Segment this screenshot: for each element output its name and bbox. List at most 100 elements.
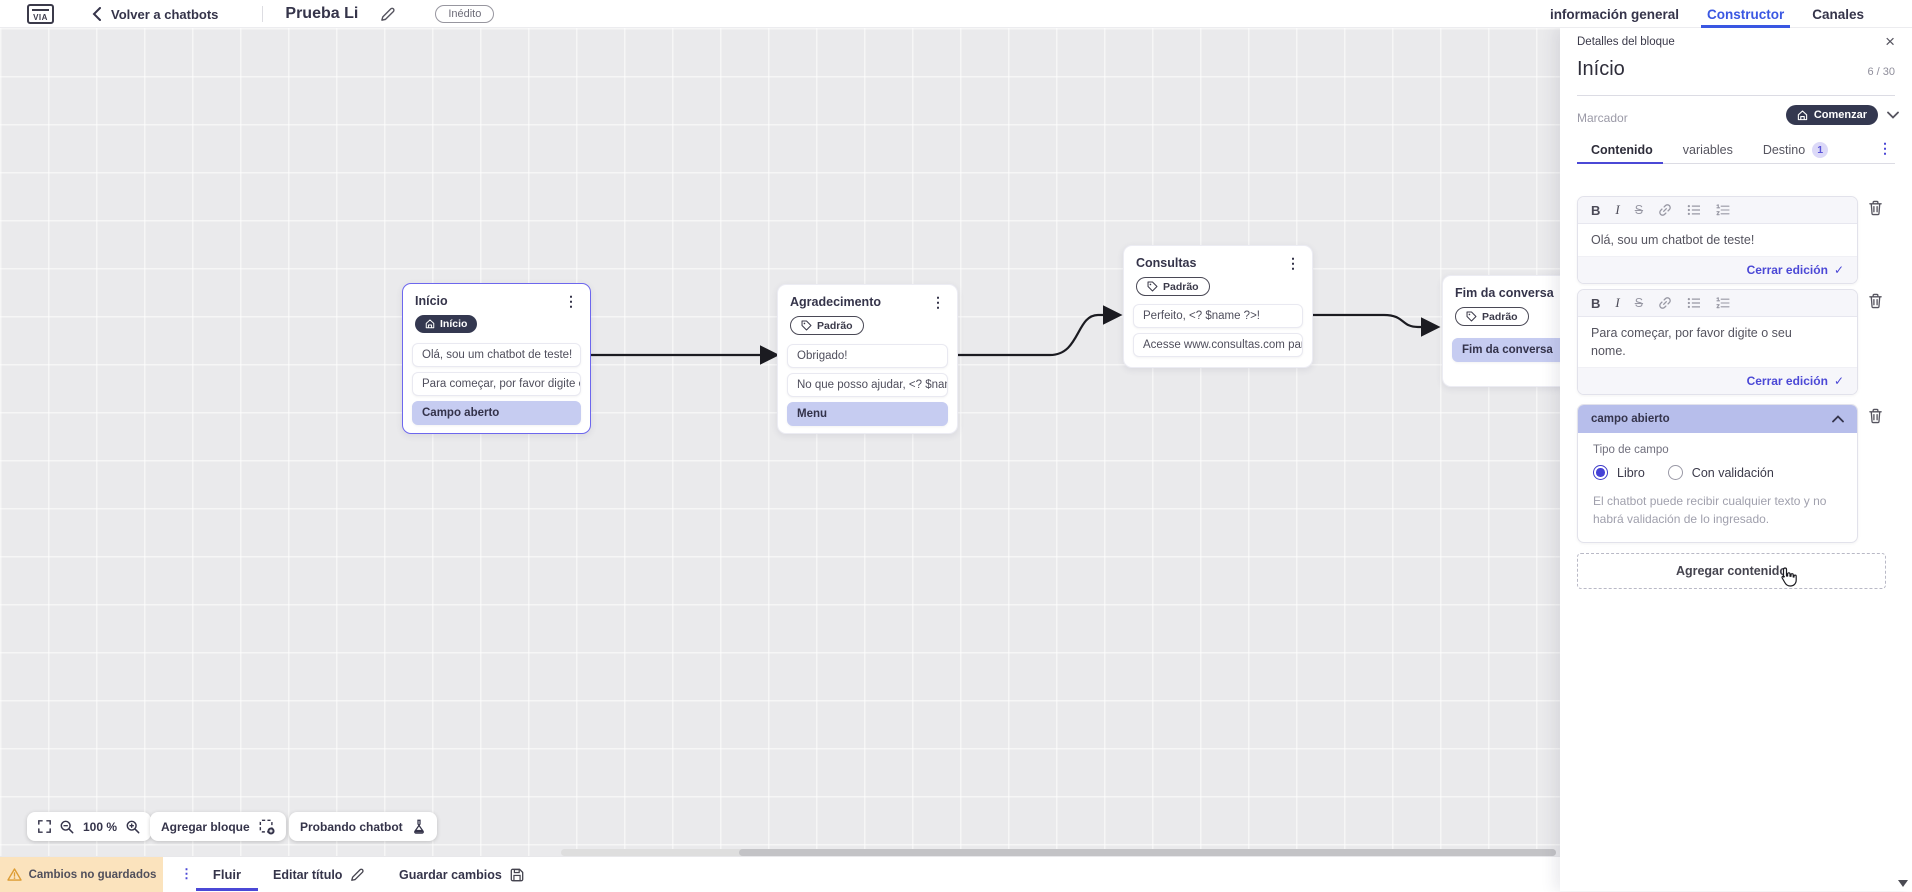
connection-lines xyxy=(589,305,1441,365)
add-block-button[interactable]: Agregar bloque xyxy=(150,812,286,841)
block-name-underline xyxy=(1577,95,1895,96)
tab-fluir-active-underline xyxy=(196,888,258,891)
panel-tab-contenido[interactable]: Contenido xyxy=(1591,143,1653,157)
tab-fluir[interactable]: Fluir xyxy=(212,867,242,882)
editor-text[interactable]: Para começar, por favor digite o seu nom… xyxy=(1578,317,1828,368)
tab-informacion-general[interactable]: información general xyxy=(1549,6,1679,22)
zoom-level: 100 % xyxy=(83,819,118,834)
tag-icon xyxy=(1147,281,1158,292)
home-icon xyxy=(425,319,435,329)
panel-tab-active-underline xyxy=(1577,162,1663,164)
bold-icon[interactable]: B xyxy=(1591,295,1601,311)
canvas-hscrollbar-thumb[interactable] xyxy=(739,849,1556,856)
header-divider xyxy=(262,6,264,22)
radio-libro[interactable] xyxy=(1593,465,1608,480)
bullet-list-icon[interactable] xyxy=(1687,204,1701,216)
unsaved-changes-warning: Cambios no guardados xyxy=(0,857,163,892)
back-label: Volver a chatbots xyxy=(111,6,219,22)
numbered-list-icon[interactable] xyxy=(1716,297,1730,309)
delete-content-button[interactable] xyxy=(1868,408,1883,424)
panel-tab-variables[interactable]: variables xyxy=(1682,143,1733,157)
bullet-list-icon[interactable] xyxy=(1687,297,1701,309)
kebab-menu-icon[interactable]: ⋮ xyxy=(564,293,578,309)
editor-text[interactable]: Olá, sou um chatbot de teste! xyxy=(1578,224,1857,257)
status-badge: Inédito xyxy=(435,5,495,23)
panel-tabs: Contenido variables Destino 1 xyxy=(1577,136,1829,164)
block-title: Agradecimento xyxy=(790,295,881,309)
panel-title: Detalles del bloque xyxy=(1577,35,1675,48)
app-logo: VIA xyxy=(27,4,54,24)
trash-icon xyxy=(1869,200,1882,216)
chevron-down-icon[interactable] xyxy=(1887,111,1899,119)
panel-scrollbar-down-arrow[interactable] xyxy=(1898,880,1908,887)
link-icon[interactable] xyxy=(1658,203,1672,217)
block-content-row[interactable]: Acesse www.consultas.com par... xyxy=(1133,333,1303,357)
fullscreen-icon[interactable] xyxy=(38,820,51,833)
flow-kebab-menu-icon[interactable]: ⋮ xyxy=(180,866,193,881)
block-title: Consultas xyxy=(1136,256,1197,270)
link-icon[interactable] xyxy=(1658,296,1672,310)
marker-value-pill[interactable]: Comenzar xyxy=(1785,105,1878,125)
connection-consultas-fim xyxy=(1311,313,1441,337)
numbered-list-icon[interactable] xyxy=(1716,204,1730,216)
marker-label: Marcador xyxy=(1577,111,1628,125)
field-type-label: Tipo de campo xyxy=(1593,444,1669,456)
save-icon xyxy=(510,868,524,881)
block-content-row-highlighted[interactable]: Campo aberto xyxy=(412,401,581,425)
bold-icon[interactable]: B xyxy=(1591,202,1601,218)
back-to-chatbots-button[interactable]: Volver a chatbots xyxy=(92,7,218,22)
flow-block-inicio[interactable]: Início ⋮ Início Olá, sou um chatbot de t… xyxy=(402,283,591,434)
panel-tab-destino[interactable]: Destino 1 xyxy=(1763,142,1829,158)
panel-kebab-menu-icon[interactable]: ⋮ xyxy=(1878,140,1892,156)
flow-block-fim-da-conversa[interactable]: Fim da conversa Padrão Fim da conversa xyxy=(1442,275,1560,387)
add-content-button[interactable]: Agregar contenido xyxy=(1577,553,1886,589)
test-chatbot-button[interactable]: Probando chatbot xyxy=(289,812,437,841)
strikethrough-icon[interactable]: S xyxy=(1634,203,1644,217)
zoom-out-icon[interactable] xyxy=(60,820,74,834)
delete-content-button[interactable] xyxy=(1868,293,1883,309)
pencil-icon xyxy=(351,868,365,881)
warning-label: Cambios no guardados xyxy=(28,868,157,881)
edit-title-button[interactable]: Editar título xyxy=(273,857,365,892)
text-editor-card: B I S Olá, sou um chatbot de teste! Cerr… xyxy=(1577,196,1858,285)
radio-con-validacion[interactable] xyxy=(1667,465,1683,480)
italic-icon[interactable]: I xyxy=(1615,295,1620,310)
block-content-row[interactable]: Para começar, por favor digite o ... xyxy=(412,372,581,396)
delete-content-button[interactable] xyxy=(1868,200,1883,216)
italic-icon[interactable]: I xyxy=(1615,202,1620,217)
close-icon[interactable]: × xyxy=(1885,32,1895,51)
block-content-row-highlighted[interactable]: Fim da conversa xyxy=(1452,338,1560,362)
tab-canales[interactable]: Canales xyxy=(1812,6,1864,22)
bottom-status-bar: Cambios no guardados ⋮ Fluir Editar títu… xyxy=(0,856,1560,892)
block-content-row[interactable]: Olá, sou um chatbot de teste! xyxy=(412,343,581,367)
save-changes-button[interactable]: Guardar cambios xyxy=(399,857,524,892)
tab-constructor[interactable]: Constructor xyxy=(1700,0,1791,28)
top-header: VIA Volver a chatbots Prueba Li Inédito … xyxy=(0,0,1912,28)
flow-block-agradecimento[interactable]: Agradecimento ⋮ Padrão Obrigado! No que … xyxy=(777,284,958,434)
strikethrough-icon[interactable]: S xyxy=(1634,296,1644,310)
edit-title-pencil-button[interactable] xyxy=(380,7,395,22)
chatbot-title: Prueba Li xyxy=(285,5,359,22)
chevron-left-icon xyxy=(92,7,101,21)
destino-count-badge: 1 xyxy=(1812,142,1829,158)
kebab-menu-icon[interactable]: ⋮ xyxy=(1286,255,1300,271)
open-field-header[interactable]: campo abierto xyxy=(1578,405,1857,433)
canvas-hscrollbar-track[interactable] xyxy=(561,849,1556,856)
flow-canvas[interactable]: Início ⋮ Início Olá, sou um chatbot de t… xyxy=(0,28,1560,856)
block-content-row[interactable]: Perfeito, <? $name ?>! xyxy=(1133,304,1303,328)
block-marker-pill: Padrão xyxy=(1136,277,1210,296)
check-icon: ✓ xyxy=(1833,374,1844,389)
tag-icon xyxy=(801,320,812,331)
block-title: Início xyxy=(415,294,448,308)
block-name-input[interactable]: Início xyxy=(1577,58,1625,80)
close-edit-link[interactable]: Cerrar edición xyxy=(1746,374,1828,389)
close-edit-link[interactable]: Cerrar edición xyxy=(1746,263,1828,278)
kebab-menu-icon[interactable]: ⋮ xyxy=(931,294,945,310)
main-nav-tabs: información general Constructor Canales xyxy=(1550,0,1864,28)
block-content-row[interactable]: Obrigado! xyxy=(787,344,948,368)
flow-block-consultas[interactable]: Consultas ⋮ Padrão Perfeito, <? $name ?>… xyxy=(1123,245,1313,368)
block-content-row-highlighted[interactable]: Menu xyxy=(787,402,948,426)
block-marker-pill: Padrão xyxy=(790,316,864,335)
zoom-in-icon[interactable] xyxy=(126,820,140,834)
block-content-row[interactable]: No que posso ajudar, <? $name ... xyxy=(787,373,948,397)
